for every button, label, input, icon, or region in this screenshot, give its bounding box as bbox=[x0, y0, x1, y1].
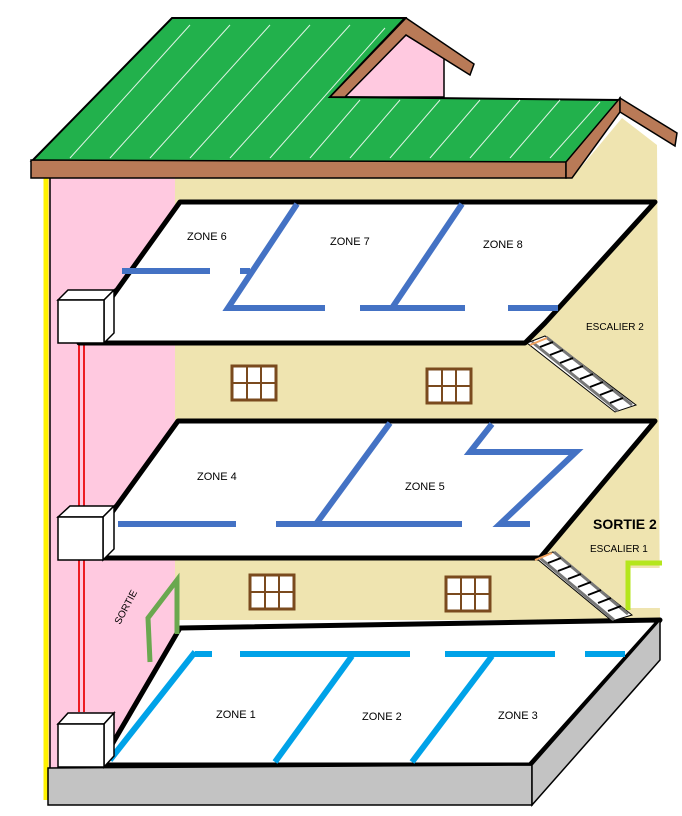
unit-floor-1 bbox=[58, 713, 114, 767]
zone-7-label: ZONE 7 bbox=[330, 236, 370, 248]
sortie-2-label: SORTIE 2 bbox=[593, 516, 657, 532]
exit-2-door bbox=[630, 568, 660, 608]
zone-2-label: ZONE 2 bbox=[362, 711, 402, 723]
escalier-2-label: ESCALIER 2 bbox=[586, 322, 644, 333]
zone-8-label: ZONE 8 bbox=[483, 239, 523, 251]
zone-3-label: ZONE 3 bbox=[498, 710, 538, 722]
window-4 bbox=[446, 577, 490, 611]
unit-floor-2 bbox=[58, 506, 114, 560]
window-3 bbox=[250, 575, 294, 609]
roof-green bbox=[32, 18, 620, 163]
roof-trim-front bbox=[31, 160, 566, 178]
unit-floor-3 bbox=[58, 290, 114, 343]
window-1 bbox=[232, 366, 276, 400]
escalier-1-label: ESCALIER 1 bbox=[590, 544, 648, 555]
ground-slab-front bbox=[48, 765, 532, 805]
window-2 bbox=[427, 369, 471, 403]
zone-1-label: ZONE 1 bbox=[216, 709, 256, 721]
zone-5-label: ZONE 5 bbox=[405, 481, 445, 493]
zone-4-label: ZONE 4 bbox=[197, 471, 237, 483]
zone-6-label: ZONE 6 bbox=[187, 231, 227, 243]
